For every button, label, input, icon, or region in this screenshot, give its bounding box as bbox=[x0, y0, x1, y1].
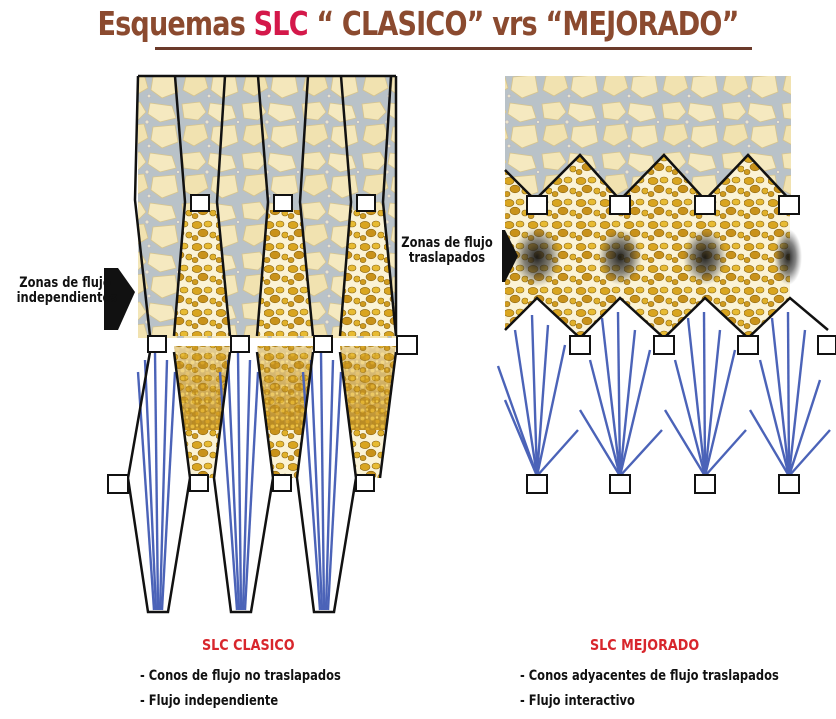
improved-zone-label: Zonas de flujo traslapados bbox=[399, 236, 496, 266]
classic-scheme bbox=[104, 76, 417, 612]
classic-zone-label-line2: independientes bbox=[17, 291, 114, 306]
classic-caption-title: SLC CLASICO bbox=[202, 636, 295, 654]
improved-scheme bbox=[498, 76, 836, 493]
classic-zone-label-line1: Zonas de flujo bbox=[17, 276, 114, 291]
improved-caption-title: SLC MEJORADO bbox=[590, 636, 699, 654]
classic-zone-label: Zonas de flujo independientes bbox=[17, 276, 114, 306]
classic-caption-item-2: - Flujo independiente bbox=[140, 693, 278, 709]
improved-caption-item-1: - Conos adyacentes de flujo traslapados bbox=[520, 668, 779, 684]
improved-zone-label-line1: Zonas de flujo bbox=[399, 236, 496, 251]
classic-caption-item-1: - Conos de flujo no traslapados bbox=[140, 668, 341, 684]
improved-zone-label-line2: traslapados bbox=[399, 251, 496, 266]
classic-flow-lines bbox=[138, 352, 341, 610]
classic-draw-bodies bbox=[174, 210, 396, 478]
improved-caption-item-2: - Flujo interactivo bbox=[520, 693, 635, 709]
